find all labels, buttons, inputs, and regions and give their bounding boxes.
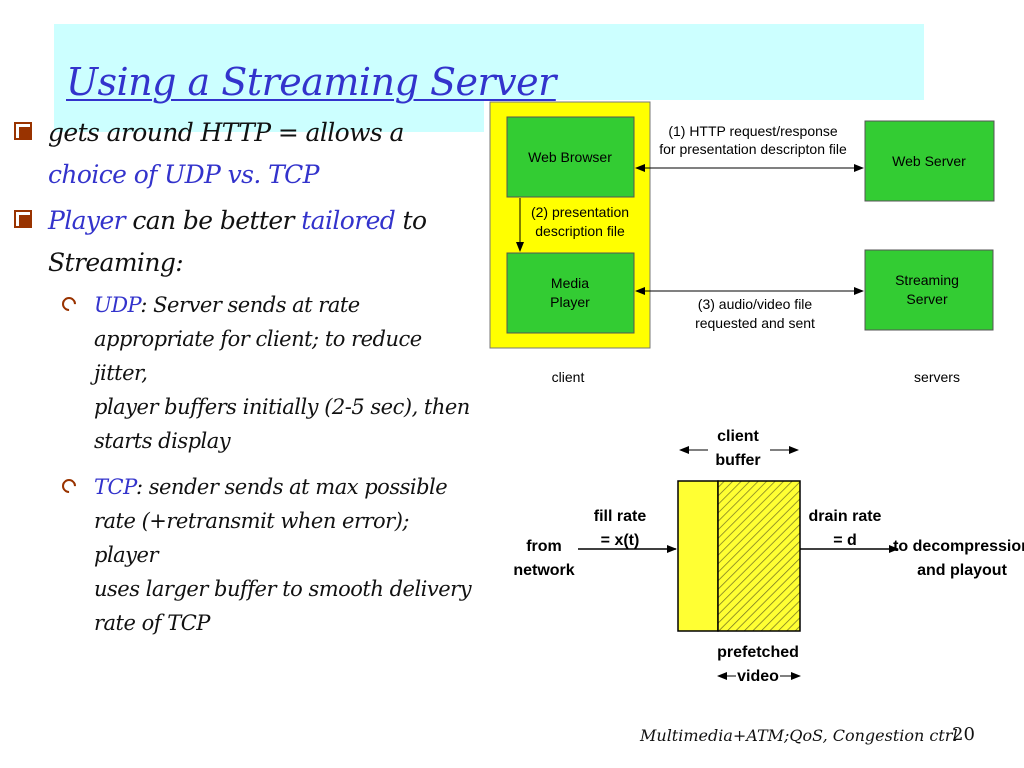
sub-bullet-line: uses larger buffer to smooth delivery bbox=[94, 577, 472, 601]
sub-bullet-text: TCP: sender sends at max possible bbox=[94, 470, 476, 504]
term-udp: UDP bbox=[94, 293, 141, 317]
from-network-label-2: network bbox=[513, 562, 574, 579]
web-browser-label: Web Browser bbox=[528, 149, 612, 165]
title-band-tail bbox=[54, 100, 484, 132]
web-server-box bbox=[864, 120, 995, 202]
streaming-server-label-2: Server bbox=[906, 291, 948, 307]
bullet-text-part: can be better bbox=[125, 206, 302, 235]
sub-bullet-line: player buffers initially (2-5 sec), then bbox=[94, 395, 470, 419]
prefetched-label-2: video bbox=[737, 668, 779, 685]
buffer-filled-region bbox=[677, 480, 719, 632]
bullet-text: choice of UDP vs. TCP bbox=[48, 160, 320, 189]
buffer-diagram: client buffer fill rate = x(t) drain rat… bbox=[513, 428, 1024, 685]
term-tailored: tailored bbox=[301, 206, 396, 235]
square-bullet-icon bbox=[14, 122, 32, 140]
sub-bullet-udp: UDP: Server sends at rate appropriate fo… bbox=[59, 288, 476, 458]
drain-rate-label-1: drain rate bbox=[809, 508, 882, 525]
media-player-label-2: Player bbox=[550, 294, 590, 310]
media-player-label-1: Media bbox=[551, 275, 589, 291]
slide-title: Using a Streaming Server bbox=[66, 60, 556, 104]
servers-label: servers bbox=[914, 369, 960, 385]
step3-label-1: (3) audio/video file bbox=[698, 296, 813, 312]
sub-bullet-tcp: TCP: sender sends at max possible rate (… bbox=[59, 470, 476, 640]
sub-bullet-text: UDP: Server sends at rate bbox=[94, 288, 476, 322]
client-label: client bbox=[552, 369, 585, 385]
buffer-prefetched-region bbox=[717, 480, 801, 632]
step3-label-2: requested and sent bbox=[695, 315, 815, 331]
square-bullet-icon bbox=[14, 210, 32, 228]
streaming-server-box bbox=[864, 249, 994, 331]
to-decompression-label-2: and playout bbox=[917, 562, 1007, 579]
sub-bullet-line: appropriate for client; to reduce jitter… bbox=[94, 327, 422, 385]
streaming-server-label-1: Streaming bbox=[895, 272, 959, 288]
title-band bbox=[54, 24, 924, 100]
sub-bullet-text-part: : sender sends at max possible bbox=[135, 475, 448, 499]
client-buffer-label-2: buffer bbox=[715, 452, 760, 469]
fill-rate-label-1: fill rate bbox=[594, 508, 647, 525]
sub-bullet-text-part: : Server sends at rate bbox=[140, 293, 360, 317]
term-tcp: TCP bbox=[94, 475, 136, 499]
bullet-text: Streaming: bbox=[48, 248, 184, 277]
term-player: Player bbox=[48, 206, 126, 235]
bullet-player: Player can be better tailored to Streami… bbox=[14, 200, 474, 284]
bullet-text-part: to bbox=[395, 206, 428, 235]
web-server-label: Web Server bbox=[892, 153, 966, 169]
from-network-label-1: from bbox=[526, 538, 562, 555]
web-browser-box bbox=[506, 116, 635, 198]
bullet-text: Player can be better tailored to bbox=[48, 200, 474, 242]
page-number: 20 bbox=[952, 724, 975, 745]
client-buffer-label-1: client bbox=[717, 428, 759, 445]
prefetched-label-1: prefetched bbox=[717, 644, 799, 661]
step1-label-2: for presentation descripton file bbox=[659, 141, 847, 157]
sub-bullet-line: starts display bbox=[94, 429, 231, 453]
bullet-http: gets around HTTP = allows a choice of UD… bbox=[14, 112, 474, 196]
slide-footer: Multimedia+ATM;QoS, Congestion ctrl bbox=[640, 726, 958, 745]
sub-bullet-line: rate (+retransmit when error); player bbox=[94, 509, 409, 567]
media-player-box bbox=[506, 252, 635, 334]
fill-rate-label-2: = x(t) bbox=[601, 532, 640, 549]
sub-bullet-line: rate of TCP bbox=[94, 611, 210, 635]
step2-label-1: (2) presentation bbox=[531, 204, 629, 220]
drain-rate-label-2: = d bbox=[833, 532, 857, 549]
step2-label-2: description file bbox=[535, 223, 625, 239]
to-decompression-label-1: to decompression bbox=[893, 538, 1024, 555]
step1-label-1: (1) HTTP request/response bbox=[668, 123, 838, 139]
bullet-text: gets around HTTP = allows a bbox=[48, 118, 404, 147]
